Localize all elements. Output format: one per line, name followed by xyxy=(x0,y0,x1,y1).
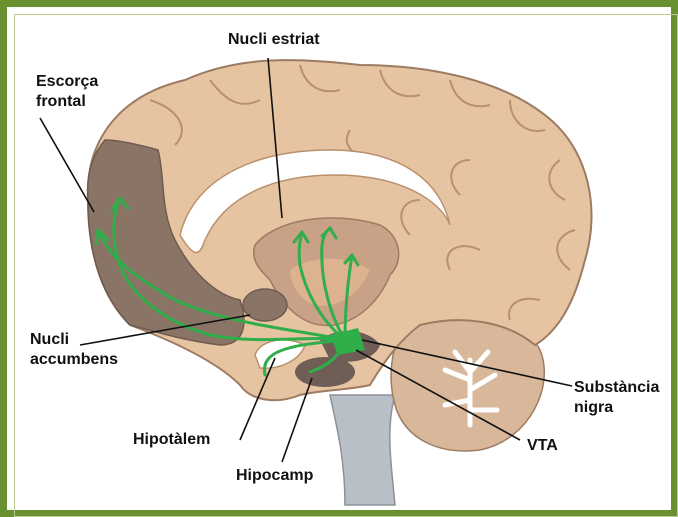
label-striatum: Nucli estriat xyxy=(228,30,320,50)
label-vta: VTA xyxy=(527,436,558,456)
label-frontal-cortex: Escorça frontal xyxy=(36,72,98,112)
nucleus-accumbens xyxy=(243,289,287,321)
brainstem xyxy=(330,395,395,505)
label-hypothalamus: Hipotàlem xyxy=(133,430,210,450)
label-substantia-nigra: Substància nigra xyxy=(574,378,659,418)
label-nucleus-accumbens: Nucli accumbens xyxy=(30,330,118,370)
label-hippocampus: Hipocamp xyxy=(236,466,313,486)
